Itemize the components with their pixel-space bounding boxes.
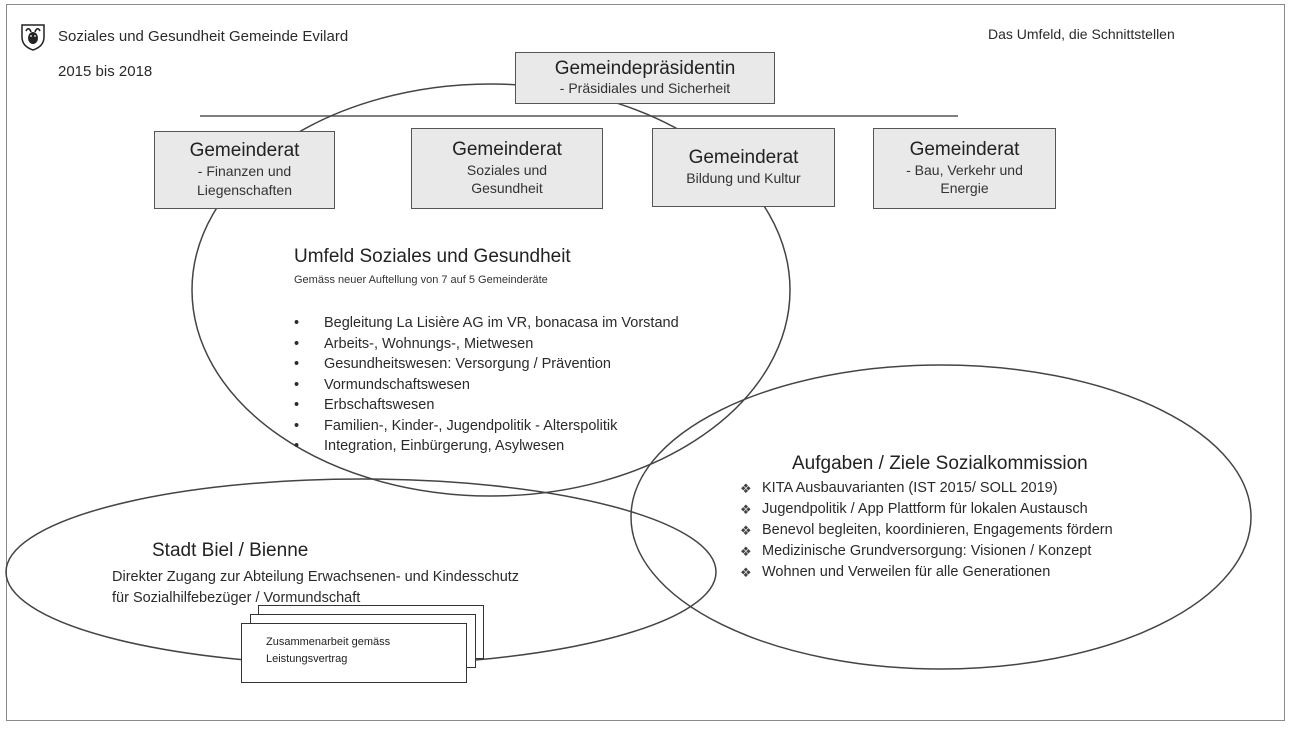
aufgaben-list: ❖KITA Ausbauvarianten (IST 2015/ SOLL 20… [738,478,1113,583]
umfeld-heading: Umfeld Soziales und Gesundheit [294,246,571,267]
list-item: ❖KITA Ausbauvarianten (IST 2015/ SOLL 20… [738,478,1113,499]
header-title: Soziales und Gesundheit Gemeinde Evilard [58,28,349,45]
umfeld-list: Begleitung La Lisière AG im VR, bonacasa… [294,313,679,457]
council-subtitle: Bildung und Kultur [686,169,801,186]
list-item: ❖Wohnen und Verweilen für alle Generatio… [738,562,1113,583]
list-item: ❖Benevol begleiten, koordinieren, Engage… [738,520,1113,541]
council-subtitle: - Bau, Verkehr und Energie [906,161,1023,197]
president-title: Gemeindepräsidentin [554,57,736,79]
list-item: Arbeits-, Wohnungs-, Mietwesen [294,334,679,355]
umfeld-subheading: Gemäss neuer Auftellung von 7 auf 5 Geme… [294,274,548,286]
list-item: ❖Jugendpolitik / App Plattform für lokal… [738,499,1113,520]
council-box-bildung: Gemeinderat Bildung und Kultur [652,128,835,207]
list-item: Familien-, Kinder-, Jugendpolitik - Alte… [294,416,679,437]
biel-heading: Stadt Biel / Bienne [152,540,309,561]
diamond-bullet-icon: ❖ [740,481,752,496]
council-title: Gemeinderat [909,138,1020,160]
list-item: Erbschaftswesen [294,395,679,416]
document-line-2: Leistungsvertrag [266,653,348,665]
diagram-frame [6,4,1285,721]
list-item: Begleitung La Lisière AG im VR, bonacasa… [294,313,679,334]
diamond-bullet-icon: ❖ [740,502,752,517]
diamond-bullet-icon: ❖ [740,523,752,538]
header-years: 2015 bis 2018 [58,63,153,80]
diamond-bullet-icon: ❖ [740,565,752,580]
list-item: ❖Medizinische Grundversorgung: Visionen … [738,541,1113,562]
council-title: Gemeinderat [452,138,562,160]
council-title: Gemeinderat [688,147,799,169]
biel-line-1: Direkter Zugang zur Abteilung Erwachsene… [112,569,520,585]
list-item: Gesundheitswesen: Versorgung / Präventio… [294,354,679,375]
header-subtitle: Das Umfeld, die Schnittstellen [988,26,1175,42]
coat-of-arms-icon [20,23,46,51]
council-box-soziales: Gemeinderat Soziales und Gesundheit [411,128,603,209]
list-item: Vormundschaftswesen [294,375,679,396]
council-subtitle: - Finanzen und Liegenschaften [197,163,292,198]
council-title: Gemeinderat [189,140,300,162]
president-subtitle: - Präsidiales und Sicherheit [559,80,731,97]
biel-line-2: für Sozialhilfebezüger / Vormundschaft [112,590,361,606]
council-box-bau: Gemeinderat - Bau, Verkehr und Energie [873,128,1056,209]
aufgaben-heading: Aufgaben / Ziele Sozialkommission [792,453,1088,474]
president-box: Gemeindepräsidentin - Präsidiales und Si… [515,52,775,104]
diamond-bullet-icon: ❖ [740,544,752,559]
aufgaben-ellipse [630,364,1252,670]
document-shape-front: Zusammenarbeit gemäss Leistungsvertrag [241,623,467,683]
council-box-finanzen: Gemeinderat - Finanzen und Liegenschafte… [154,131,335,209]
umfeld-ellipse [191,83,791,497]
list-item: Integration, Einbürgerung, Asylwesen [294,436,679,457]
document-line-1: Zusammenarbeit gemäss [266,636,391,648]
council-subtitle: Soziales und Gesundheit [466,161,548,197]
